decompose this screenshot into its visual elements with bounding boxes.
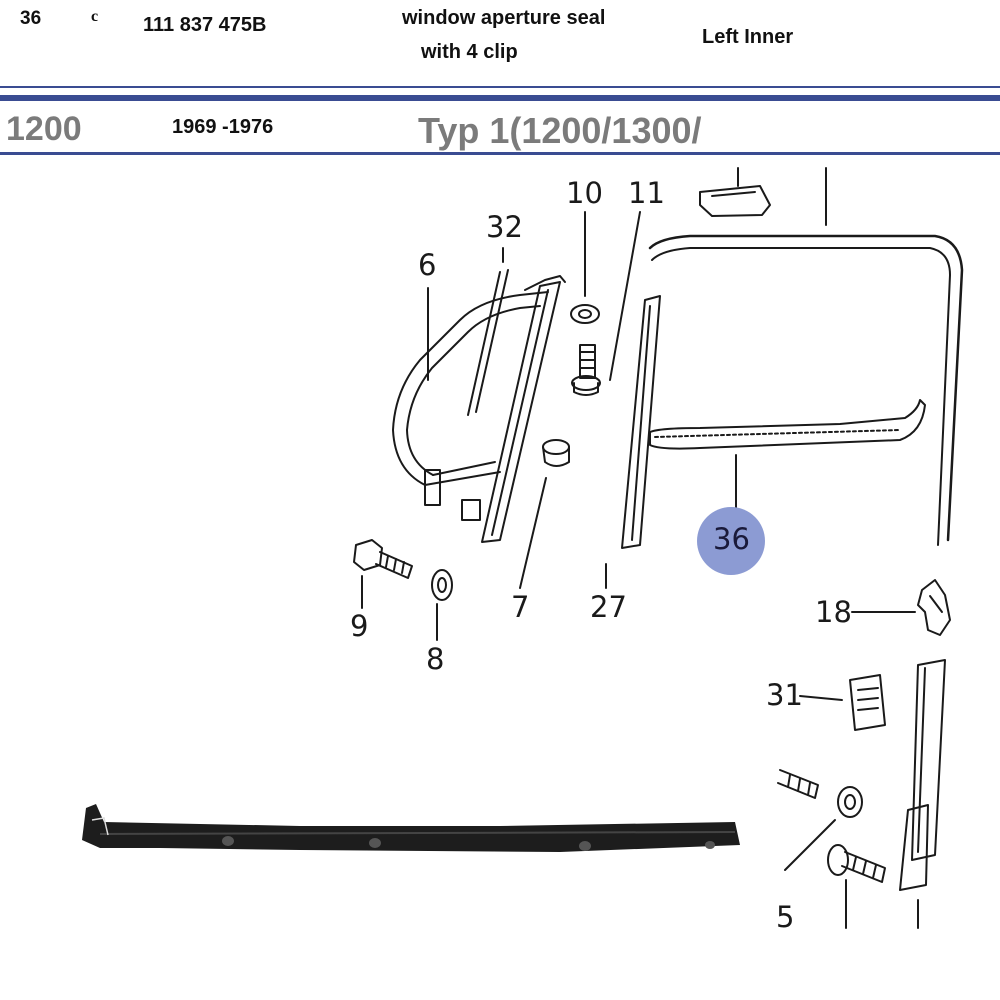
callout-18: 18 bbox=[815, 595, 852, 629]
model-bar-bottom-rule bbox=[0, 152, 1000, 155]
part-number: 111 837 475B bbox=[143, 14, 267, 36]
callout-9: 9 bbox=[350, 609, 369, 643]
callout-32: 32 bbox=[486, 210, 523, 244]
type-label: Typ 1(1200/1300/ bbox=[418, 110, 702, 151]
years-label: 1969 -1976 bbox=[172, 116, 274, 138]
code-letter: c bbox=[91, 8, 99, 25]
model-bar-top-rule bbox=[0, 95, 1000, 101]
seal-photo bbox=[82, 804, 740, 852]
highlight-circle bbox=[697, 507, 765, 575]
callout-5: 5 bbox=[776, 900, 795, 934]
model-label: 1200 bbox=[6, 110, 82, 148]
callout-10: 10 bbox=[566, 176, 603, 210]
position-label: Left Inner bbox=[702, 26, 794, 48]
callout-7: 7 bbox=[511, 590, 530, 624]
description-line1: window aperture seal bbox=[402, 7, 606, 29]
callout-27: 27 bbox=[590, 590, 627, 624]
header-divider bbox=[0, 86, 1000, 88]
callout-11: 11 bbox=[628, 176, 665, 210]
callout-31: 31 bbox=[766, 678, 803, 712]
item-number: 36 bbox=[20, 8, 42, 29]
callout-6: 6 bbox=[418, 248, 437, 282]
description-line2: with 4 clip bbox=[421, 41, 518, 63]
callout-8: 8 bbox=[426, 642, 445, 676]
callout-36: 36 bbox=[713, 522, 750, 556]
